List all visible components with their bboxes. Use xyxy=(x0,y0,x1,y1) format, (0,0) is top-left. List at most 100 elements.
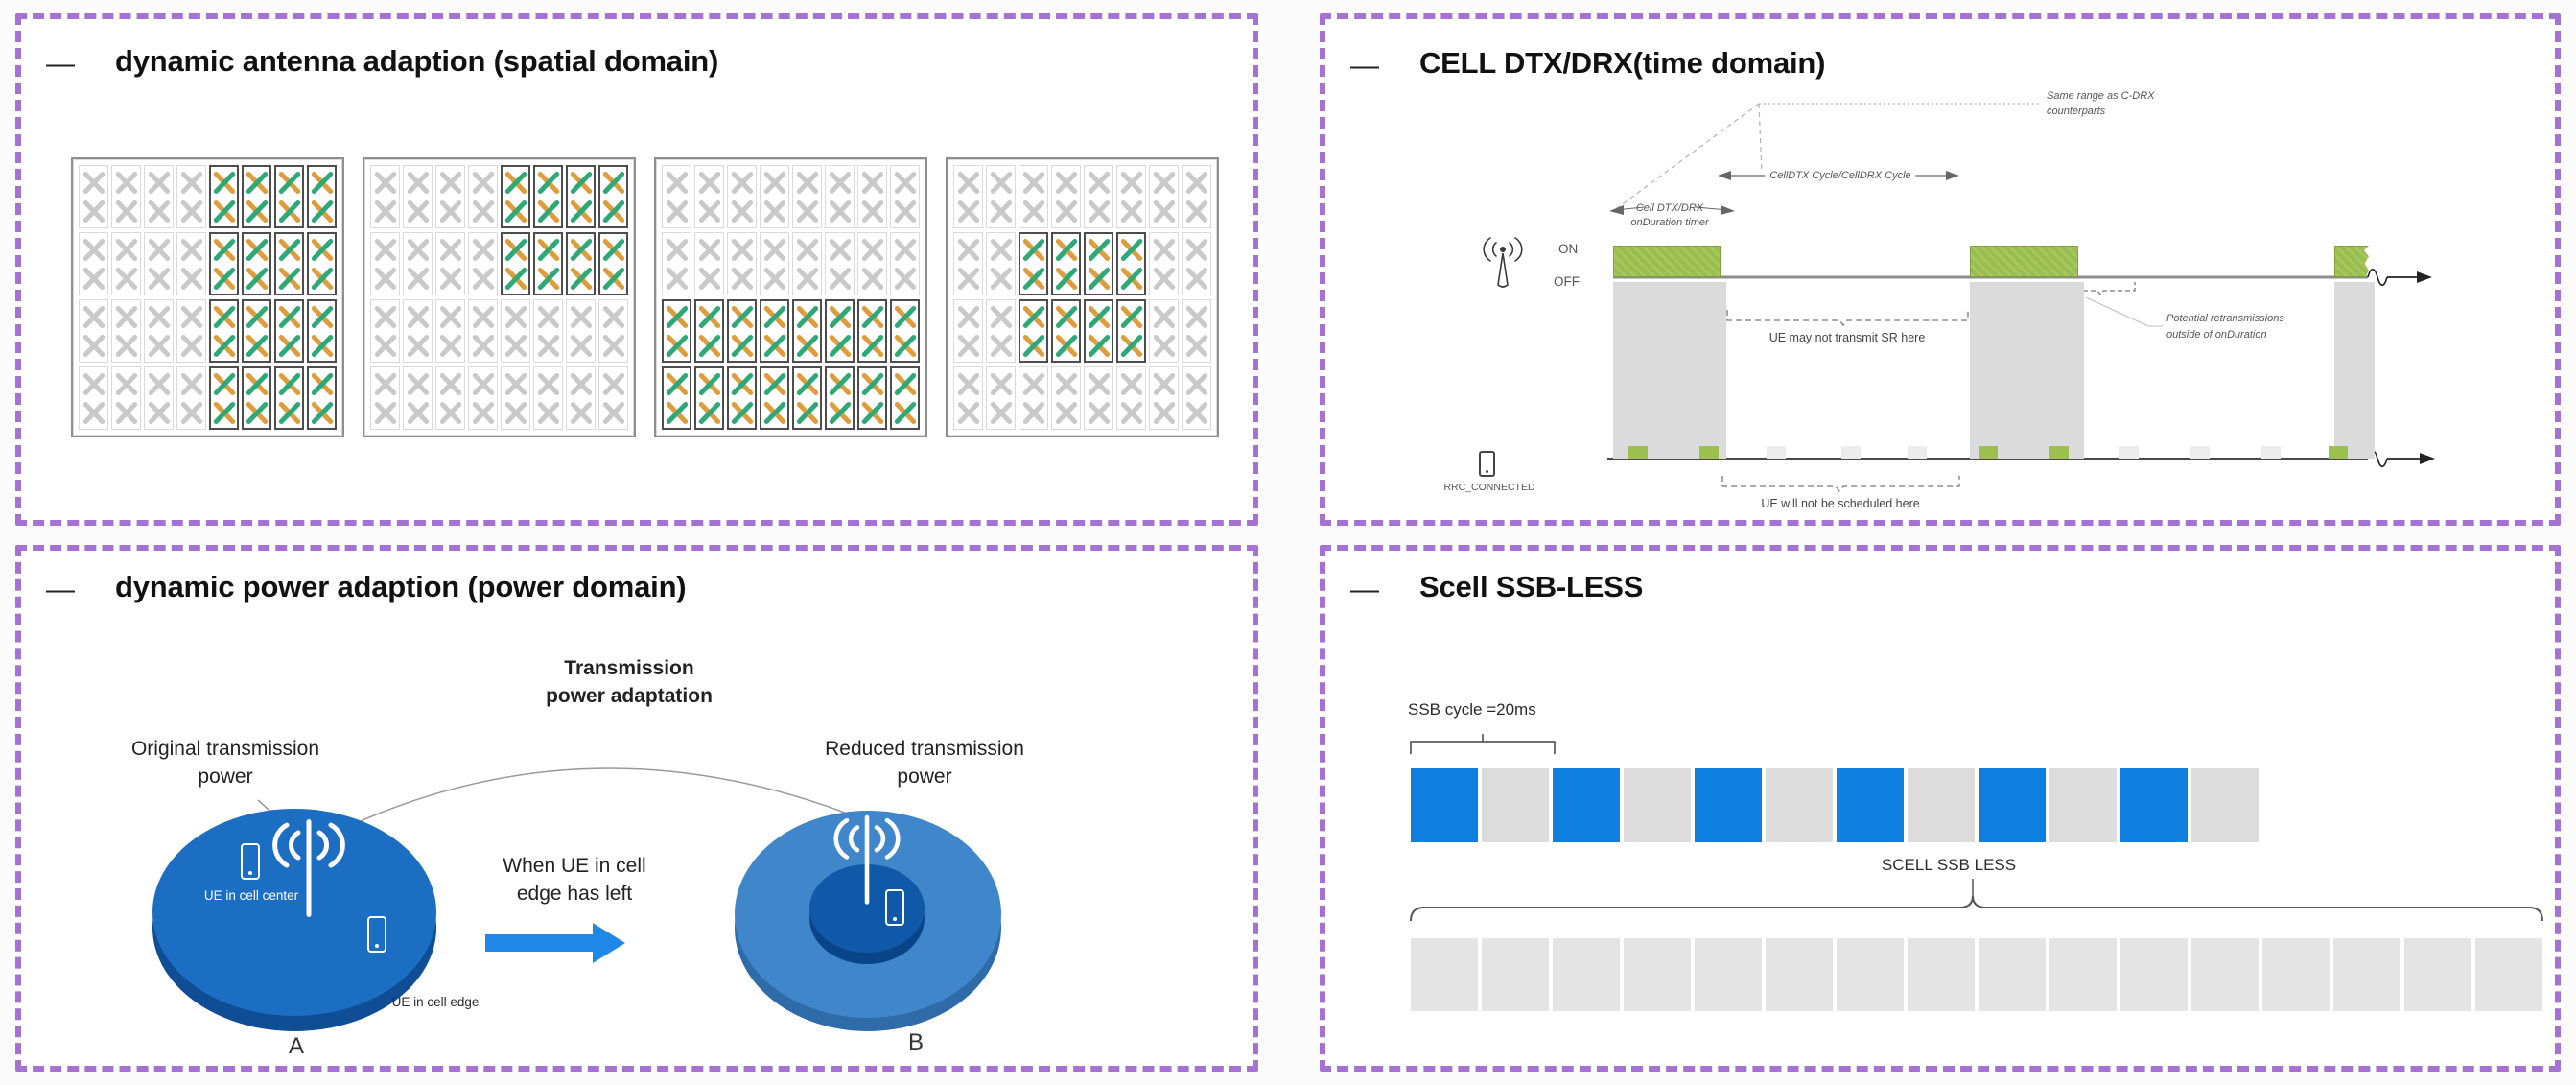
panel-scell-ssb-less: — Scell SSB-LESS SSB cycle =20ms SCELL S… xyxy=(1320,545,2561,1072)
panel-title-ssb: Scell SSB-LESS xyxy=(1419,570,1644,603)
cross-pol-x-icon xyxy=(601,199,625,224)
ssb-less-block xyxy=(1695,938,1762,1011)
cross-pol-x-icon xyxy=(438,371,462,396)
arrowhead-left-icon xyxy=(1609,205,1624,215)
active-antenna-element xyxy=(825,366,855,430)
active-antenna-element xyxy=(274,366,304,430)
cross-pol-x-icon xyxy=(179,371,203,396)
ue-phone-icon xyxy=(1479,451,1495,477)
cross-pol-x-icon xyxy=(1184,304,1208,329)
on-label: ON xyxy=(1558,242,1579,256)
cross-pol-x-icon xyxy=(730,237,754,262)
cross-pol-x-icon xyxy=(114,400,138,425)
cross-pol-x-icon xyxy=(179,304,203,329)
cross-pol-x-icon xyxy=(245,170,269,195)
cross-pol-x-icon xyxy=(147,333,171,358)
cross-pol-x-icon xyxy=(569,400,593,425)
cross-pol-x-icon xyxy=(860,237,884,262)
ue-phone-icon xyxy=(241,843,260,880)
ssb-less-block xyxy=(2262,938,2330,1011)
cross-pol-x-icon xyxy=(795,237,819,262)
same-range-label: Same range as C-DRX xyxy=(2047,90,2155,102)
cross-pol-x-icon xyxy=(147,199,171,224)
cross-pol-x-icon xyxy=(665,266,689,291)
inactive-antenna-element xyxy=(890,165,920,228)
cross-pol-x-icon xyxy=(503,333,527,358)
inactive-antenna-element xyxy=(1116,366,1146,430)
ssb-burst-block xyxy=(1837,768,1904,842)
ue-phone-icon xyxy=(885,889,904,926)
cross-pol-x-icon xyxy=(730,304,754,329)
active-antenna-element xyxy=(857,299,887,363)
bullet-dash: — xyxy=(46,48,75,80)
active-antenna-element xyxy=(307,366,337,430)
cross-pol-x-icon xyxy=(795,199,819,224)
panel-cell-dtx-drx: — CELL DTX/DRX(time domain) xyxy=(1320,13,2561,526)
cross-pol-x-icon xyxy=(1119,333,1143,358)
inactive-antenna-element xyxy=(435,366,465,430)
cross-pol-x-icon xyxy=(828,266,852,291)
cross-pol-x-icon xyxy=(828,333,852,358)
cross-pol-x-icon xyxy=(373,304,397,329)
cross-pol-x-icon xyxy=(762,170,786,195)
ssb-burst-block xyxy=(1553,768,1620,842)
cross-pol-x-icon xyxy=(179,199,203,224)
bullet-dash: — xyxy=(46,574,75,605)
ssb-idle-block xyxy=(1482,768,1549,842)
cross-pol-x-icon xyxy=(1054,400,1078,425)
inactive-antenna-element xyxy=(662,165,691,228)
cross-pol-x-icon xyxy=(665,237,689,262)
antenna-icon xyxy=(272,819,345,917)
active-antenna-element xyxy=(792,299,822,363)
cross-pol-x-icon xyxy=(730,170,754,195)
cross-pol-x-icon xyxy=(828,170,852,195)
cross-pol-x-icon xyxy=(828,304,852,329)
cross-pol-x-icon xyxy=(82,170,105,195)
cross-pol-x-icon xyxy=(828,371,852,396)
inactive-antenna-element xyxy=(79,232,108,295)
inactive-antenna-element xyxy=(1182,366,1211,430)
cross-pol-x-icon xyxy=(503,237,527,262)
cross-pol-x-icon xyxy=(212,237,236,262)
cross-pol-x-icon xyxy=(1119,266,1143,291)
inactive-antenna-element xyxy=(890,232,920,295)
cross-pol-x-icon xyxy=(212,304,236,329)
cross-pol-x-icon xyxy=(795,304,819,329)
active-antenna-element xyxy=(242,165,271,228)
cross-pol-x-icon xyxy=(697,199,721,224)
cross-pol-x-icon xyxy=(1087,304,1111,329)
cross-pol-x-icon xyxy=(569,333,593,358)
dtx-diagram-lines xyxy=(1483,103,2435,493)
cross-pol-x-icon xyxy=(697,170,721,195)
inactive-antenna-element xyxy=(857,165,887,228)
inactive-antenna-element xyxy=(403,232,433,295)
active-antenna-element xyxy=(533,232,563,295)
cross-pol-x-icon xyxy=(245,333,269,358)
cross-pol-x-icon xyxy=(860,304,884,329)
cross-pol-x-icon xyxy=(730,333,754,358)
ssb-burst-block xyxy=(1411,768,1478,842)
panel-title-antenna: dynamic antenna adaption (spatial domain… xyxy=(115,44,719,78)
inactive-antenna-element xyxy=(468,232,498,295)
cross-pol-x-icon xyxy=(1119,237,1143,262)
ue-edge-a-label: UE in cell edge xyxy=(391,995,480,1009)
cross-pol-x-icon xyxy=(956,400,980,425)
cross-pol-x-icon xyxy=(569,199,593,224)
cross-pol-x-icon xyxy=(762,199,786,224)
inactive-antenna-element xyxy=(1149,165,1179,228)
inactive-antenna-element xyxy=(176,232,206,295)
cross-pol-x-icon xyxy=(1087,266,1111,291)
cross-pol-x-icon xyxy=(179,266,203,291)
antenna-grid-2 xyxy=(363,157,636,437)
unscheduled-slot-tick xyxy=(2261,446,2281,459)
active-antenna-element xyxy=(857,366,887,430)
inactive-antenna-element xyxy=(111,165,141,228)
cross-pol-x-icon xyxy=(373,371,397,396)
cross-pol-x-icon xyxy=(1119,304,1143,329)
inactive-antenna-element xyxy=(468,299,498,363)
cross-pol-x-icon xyxy=(536,333,560,358)
cross-pol-x-icon xyxy=(212,266,236,291)
active-antenna-element xyxy=(307,232,337,295)
active-antenna-element xyxy=(274,299,304,363)
adaptation-label: Transmission xyxy=(564,657,694,679)
